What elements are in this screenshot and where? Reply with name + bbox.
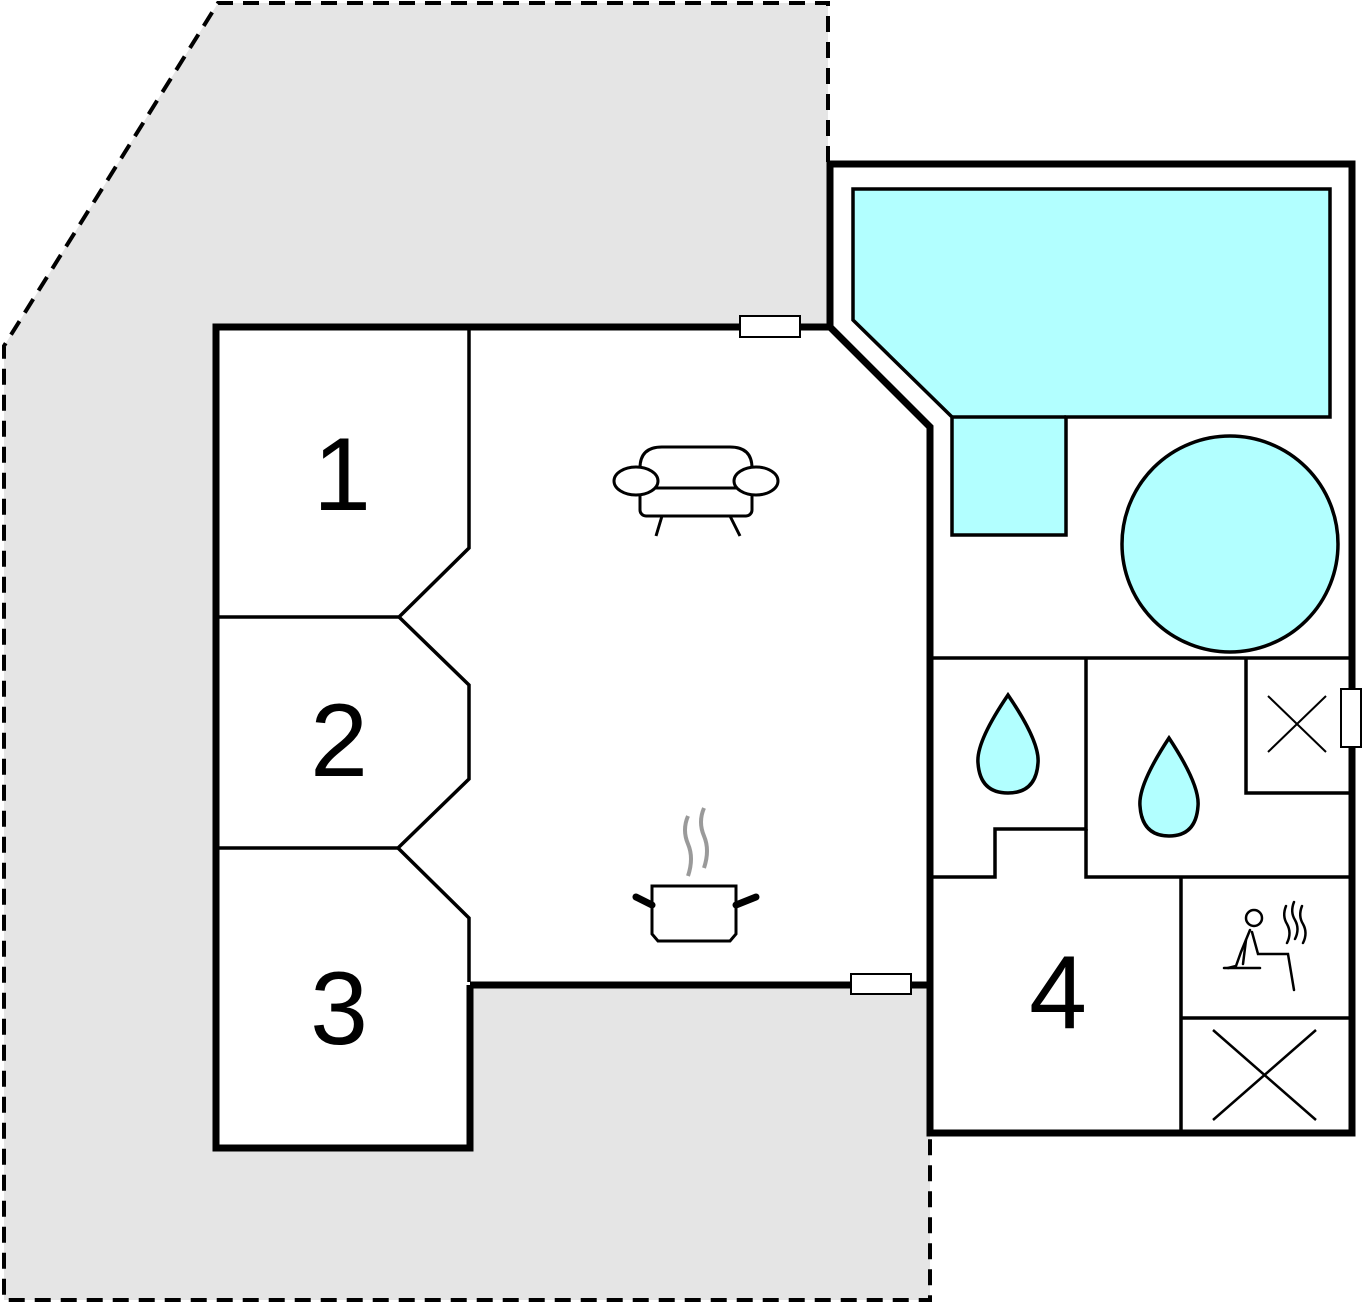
bathroom-b-wall (1084, 829, 1352, 879)
bedroom-1-wall (219, 330, 471, 619)
room-2-label: 2 (310, 683, 368, 799)
outer-walls (212, 160, 1356, 1152)
room-3-label: 3 (310, 951, 368, 1067)
terrace-boundary (2, 0, 932, 1302)
window-bottom (850, 973, 912, 995)
sauna-icon (1222, 900, 1307, 992)
room-4-label: 4 (1029, 935, 1087, 1051)
bedroom-2-wall (219, 615, 471, 850)
sofa-icon (612, 445, 780, 537)
bedroom-3-wall (396, 846, 471, 982)
water-drop-icon (1138, 734, 1200, 838)
main-house (216, 327, 928, 1148)
window-right (1340, 688, 1362, 748)
bathroom-a-wall (930, 658, 1088, 879)
room-1-label: 1 (313, 417, 371, 533)
water-drop-icon (976, 691, 1040, 795)
cooking-pot-icon (632, 807, 760, 943)
terrace-area (4, 3, 930, 1300)
toilet-small-wall (1244, 658, 1352, 795)
hot-tub (1120, 434, 1340, 654)
swimming-pool (851, 187, 1332, 537)
toilet-cross-icon (1267, 695, 1327, 753)
storage-cross-icon (1212, 1029, 1317, 1121)
window-top (739, 315, 801, 338)
